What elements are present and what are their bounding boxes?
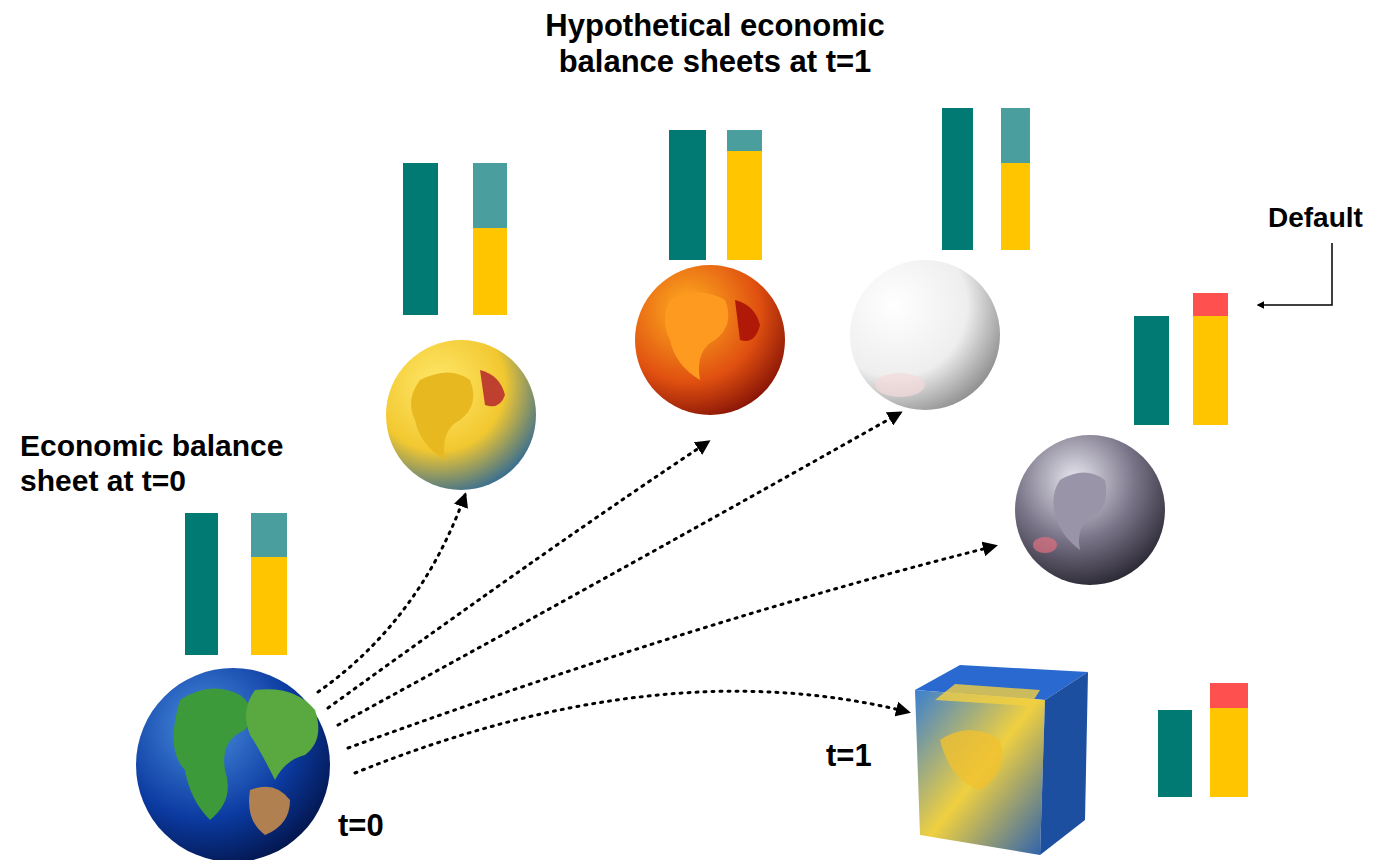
earth-globe <box>136 668 330 860</box>
balance-sheet <box>942 108 1030 250</box>
balance-sheet <box>669 130 762 260</box>
scenario-arrow <box>318 495 465 692</box>
balance-sheet <box>1134 293 1228 425</box>
heading-label: Hypothetical economic balance sheets at … <box>490 8 940 80</box>
time-label: t=0 <box>338 808 384 844</box>
scenario-arrow <box>328 442 708 708</box>
default-label: Default <box>1268 202 1363 234</box>
red-globe <box>635 265 785 415</box>
balance-sheet <box>185 513 287 655</box>
heading-label: Economic balance sheet at t=0 <box>20 428 365 498</box>
balance-sheet <box>1158 683 1248 797</box>
scenario-arrow <box>348 546 995 748</box>
yellow-globe <box>386 340 536 490</box>
scenario-arrow <box>318 413 995 773</box>
balance-sheet <box>403 163 507 315</box>
grey-globe <box>1015 435 1165 585</box>
scenario-arrow <box>355 691 908 773</box>
time-label: t=1 <box>826 738 872 774</box>
cube-world <box>915 665 1088 855</box>
scenario-arrow <box>338 413 900 725</box>
white-globe <box>850 260 1000 410</box>
default-pointer <box>1258 243 1332 305</box>
